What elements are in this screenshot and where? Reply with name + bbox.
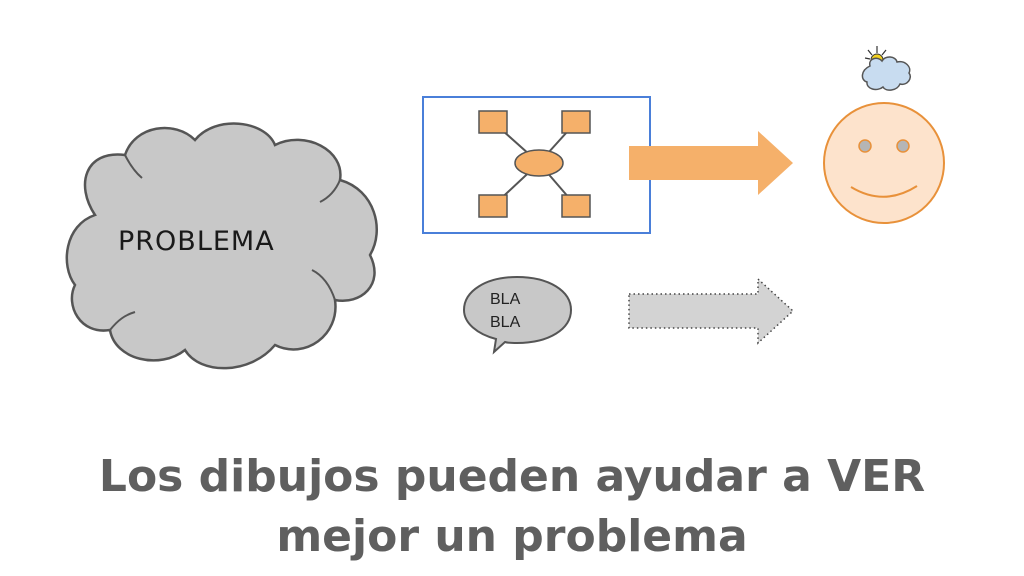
speech-bubble-line-1: BLA [490, 291, 521, 308]
node-top-right [561, 110, 591, 134]
problem-label: PROBLEMA [118, 226, 275, 257]
caption-line-2: mejor un problema [276, 511, 748, 562]
caption-line-1: Los dibujos pueden ayudar a VER [98, 451, 926, 502]
smiley-face-icon [823, 102, 945, 224]
arrow-right-icon [629, 131, 793, 195]
speech-bubble-icon [462, 275, 573, 355]
diagram-network [422, 96, 651, 234]
right-eye [896, 139, 910, 153]
speech-bubble-line-2: BLA [490, 314, 521, 331]
node-top-left [478, 110, 508, 134]
node-bottom-right [561, 194, 591, 218]
node-center [514, 149, 564, 177]
dotted-arrow-icon [628, 277, 795, 345]
left-eye [858, 139, 872, 153]
thought-cloud-icon [861, 56, 912, 91]
smile [850, 185, 918, 198]
node-bottom-left [478, 194, 508, 218]
problem-cloud [65, 122, 378, 370]
